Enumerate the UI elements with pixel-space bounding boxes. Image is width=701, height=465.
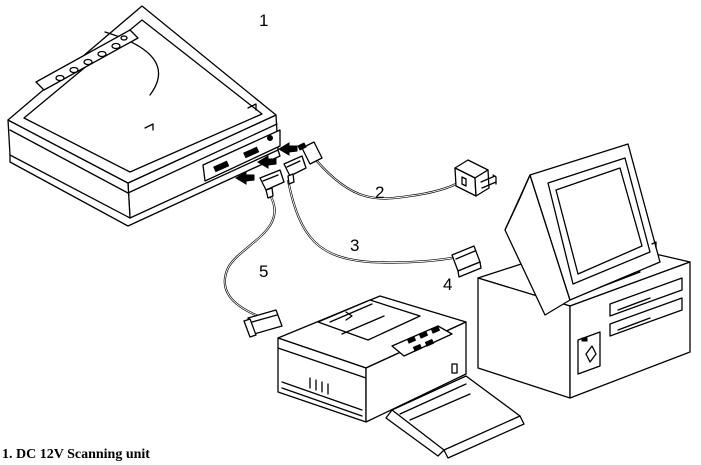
- power-adapter: [454, 159, 497, 197]
- caption: 1. DC 12V Scanning unit: [2, 447, 150, 462]
- callout-3: 3: [350, 236, 359, 255]
- callout-5: 5: [259, 262, 268, 281]
- cables: [223, 159, 463, 318]
- computer: [477, 143, 691, 399]
- scanner-side-connectors: [259, 141, 323, 199]
- computer-connector: [451, 245, 482, 278]
- callout-4: 4: [443, 275, 452, 294]
- callout-2: 2: [375, 183, 384, 202]
- printer: [243, 295, 525, 459]
- callout-1: 1: [259, 11, 268, 30]
- scanner: [7, 5, 281, 227]
- insertion-arrows: [235, 142, 298, 185]
